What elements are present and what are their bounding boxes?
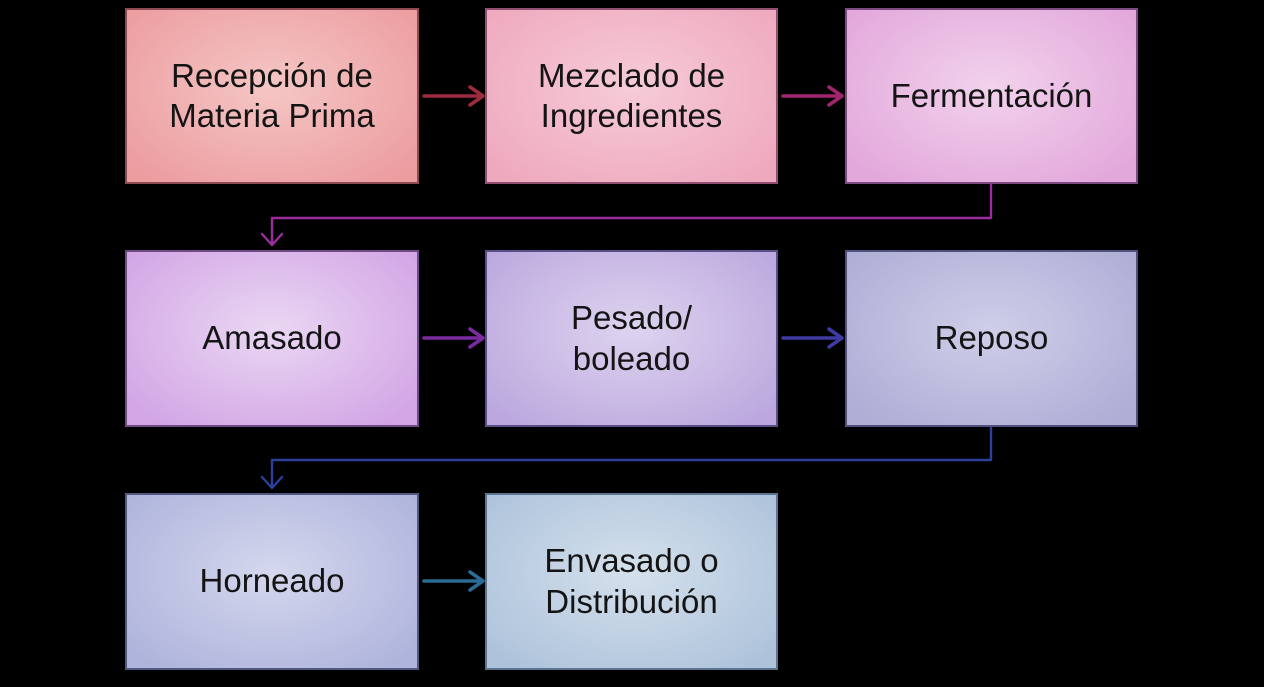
connector-amasado-to-pesado	[422, 327, 485, 349]
connector-recepcion-to-mezclado	[422, 85, 485, 107]
connector-pesado-to-reposo	[781, 327, 844, 349]
node-label-pesado: Pesado/ boleado	[570, 299, 693, 377]
connector-horneado-to-envasado	[422, 570, 485, 592]
node-label-mezclado: Mezclado de Ingredientes	[537, 56, 726, 134]
node-horneado: Horneado	[125, 493, 419, 670]
node-fermentacion: Fermentación	[845, 8, 1138, 184]
node-label-envasado: Envasado o Distribución	[544, 542, 719, 620]
node-envasado-distribucion: Envasado o Distribución	[485, 493, 778, 670]
node-label-recepcion: Recepción de Materia Prima	[169, 56, 375, 134]
node-mezclado-ingredientes: Mezclado de Ingredientes	[485, 8, 778, 184]
node-pesado-boleado: Pesado/ boleado	[485, 250, 778, 427]
node-recepcion-materia-prima: Recepción de Materia Prima	[125, 8, 419, 184]
node-label-reposo: Reposo	[934, 319, 1049, 357]
connector-fermentacion-to-amasado	[260, 182, 993, 247]
node-amasado: Amasado	[125, 250, 419, 427]
node-label-fermentacion: Fermentación	[890, 76, 1093, 114]
connector-mezclado-to-fermentacion	[781, 85, 844, 107]
node-reposo: Reposo	[845, 250, 1138, 427]
node-label-horneado: Horneado	[199, 562, 345, 600]
connector-reposo-to-horneado	[260, 425, 993, 490]
node-label-amasado: Amasado	[202, 319, 342, 357]
